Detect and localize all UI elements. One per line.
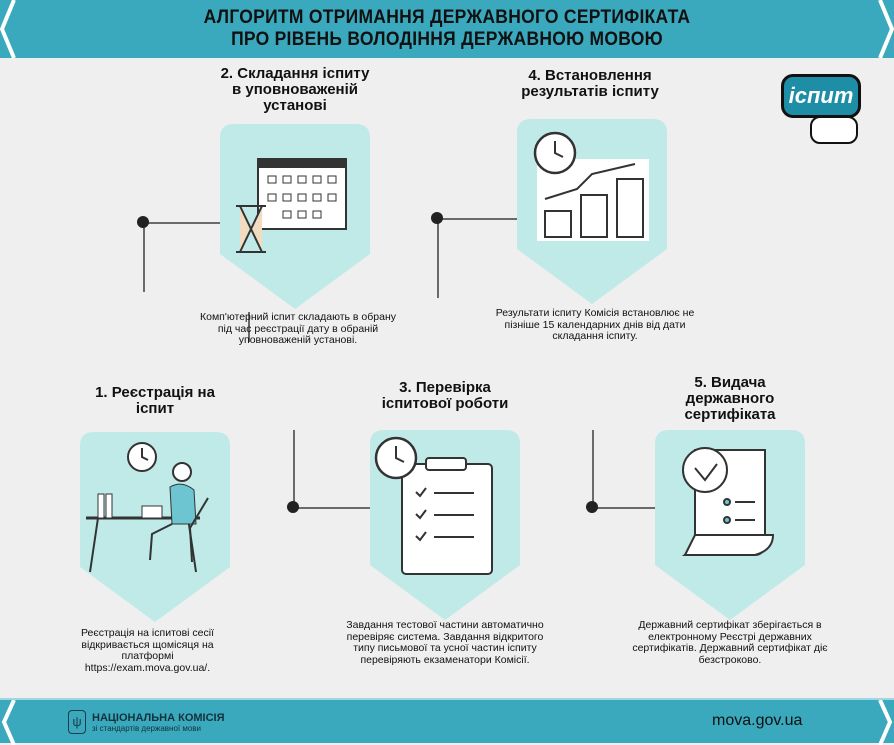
connector-line — [592, 507, 656, 509]
timeline-dot — [431, 212, 443, 224]
connector-line — [143, 222, 145, 292]
step-3-title: 3. Перевірка іспитової роботи — [381, 379, 509, 412]
clock-icon — [533, 131, 577, 175]
step-5-description: Державний сертифікат зберігається в елек… — [632, 619, 828, 666]
header-banner: АЛГОРИТМ ОТРИМАННЯ ДЕРЖАВНОГО СЕРТИФІКАТ… — [0, 0, 894, 58]
clock-icon — [374, 436, 418, 480]
connector-line — [437, 218, 439, 298]
timeline-dot — [287, 501, 299, 513]
step-3-card — [370, 430, 520, 620]
connector-line — [592, 430, 594, 508]
step-4-card — [517, 119, 667, 304]
alarm-clock-icon — [127, 442, 157, 472]
step-5-title: 5. Видача державного сертифіката — [684, 374, 776, 423]
step-2-description: Комп'ютерний іспит складають в обрану пі… — [200, 311, 396, 346]
step-1-description: Реєстрація на іспитові сесії відкриваєть… — [80, 627, 215, 674]
chevron-left-icon — [0, 0, 16, 58]
commission-logo: ψ НАЦІОНАЛЬНА КОМІСІЯ зі стандартів держ… — [68, 710, 225, 734]
step-5-card — [655, 430, 805, 620]
website-link[interactable]: mova.gov.ua — [712, 712, 803, 729]
person-at-desk-icon — [86, 462, 209, 573]
footer-banner: ψ НАЦІОНАЛЬНА КОМІСІЯ зі стандартів держ… — [0, 698, 894, 745]
timeline-dot — [137, 216, 149, 228]
connector-line — [248, 312, 250, 342]
chevron-right-icon — [878, 0, 894, 58]
step-2-title: 2. Складання іспиту в уповноваженій уста… — [220, 65, 370, 114]
step-2-card — [220, 124, 370, 309]
step-1-title: 1. Реєстрація на іспит — [95, 384, 215, 417]
calendar-icon — [257, 158, 347, 230]
step-4-title: 4. Встановлення результатів іспиту — [521, 67, 659, 100]
exam-badge: іспит — [781, 74, 861, 118]
clipboard-checklist-icon — [401, 457, 493, 575]
connector-line — [143, 222, 223, 224]
step-4-description: Результати іспиту Комісія встановлює не … — [495, 307, 695, 342]
pointing-hand-icon — [810, 116, 858, 144]
connector-line — [293, 507, 371, 509]
org-name: НАЦІОНАЛЬНА КОМІСІЯ — [92, 711, 225, 724]
chevron-right-icon — [878, 700, 893, 745]
page-title-line2: ПРО РІВЕНЬ ВОЛОДІННЯ ДЕРЖАВНОЮ МОВОЮ — [231, 29, 663, 50]
timeline-dot — [586, 501, 598, 513]
chevron-left-icon — [1, 700, 16, 745]
certificate-scroll-icon — [681, 447, 775, 556]
connector-line — [293, 430, 295, 508]
step-3-description: Завдання тестової частини автоматично пе… — [346, 619, 544, 666]
connector-line — [437, 218, 519, 220]
step-1-card — [80, 432, 230, 622]
page-title-line1: АЛГОРИТМ ОТРИМАННЯ ДЕРЖАВНОГО СЕРТИФІКАТ… — [203, 7, 691, 28]
trident-icon: ψ — [68, 710, 86, 734]
org-subtitle: зі стандартів державної мови — [92, 723, 202, 733]
hourglass-icon — [236, 205, 266, 253]
